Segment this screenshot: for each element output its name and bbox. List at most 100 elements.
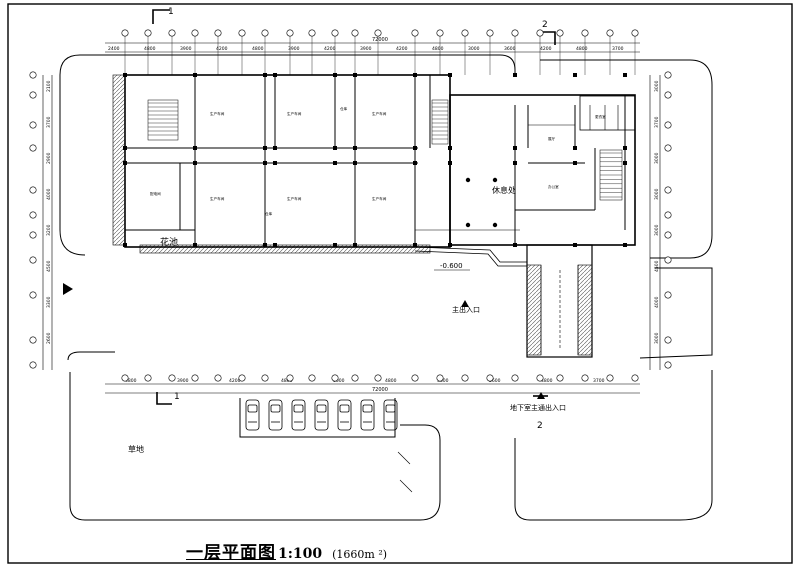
axis-bubble-left-1 xyxy=(29,91,37,99)
round-column-2 xyxy=(465,222,471,228)
column-7-3 xyxy=(448,243,452,247)
dim-top-9: 4800 xyxy=(432,46,444,52)
section-2-top-label: 2 xyxy=(542,20,548,30)
dim-bottom-8: 4800 xyxy=(541,378,553,384)
car-6 xyxy=(383,399,398,431)
axis-bubble-top-4 xyxy=(214,29,222,37)
axis-bubble-bottom-14 xyxy=(461,374,469,382)
room-label-6: 仓库 xyxy=(340,106,348,111)
column-9-0 xyxy=(573,73,577,77)
column-5-3 xyxy=(353,243,357,247)
column-5-1 xyxy=(353,146,357,150)
axis-bubble-left-4 xyxy=(29,186,37,194)
column-2-3 xyxy=(263,243,267,247)
room-label-3: 生产车间 xyxy=(210,196,225,201)
column-9-2 xyxy=(573,161,577,165)
room-label-2: 生产车间 xyxy=(372,111,387,116)
car-windshield-6 xyxy=(385,404,396,413)
lawn-hatch-1 xyxy=(399,479,413,493)
section-2-bottom-label: 2 xyxy=(537,421,543,431)
dim-top-6: 4200 xyxy=(324,46,336,52)
axis-bubble-bottom-0 xyxy=(121,374,129,382)
car-3 xyxy=(314,399,329,431)
axis-bubble-right-2 xyxy=(664,121,672,129)
axis-bubble-right-3 xyxy=(664,144,672,152)
lounge-label: 休息处 xyxy=(492,185,516,195)
axis-bubble-top-16 xyxy=(511,29,519,37)
south-planter-hatched xyxy=(139,244,431,254)
axis-bubble-bottom-5 xyxy=(238,374,246,382)
plan-area: (1660m ²) xyxy=(332,548,388,561)
column-10-0 xyxy=(623,73,627,77)
round-column-3 xyxy=(492,222,498,228)
room-label-9: 展厅 xyxy=(548,136,556,141)
column-3-2 xyxy=(273,161,277,165)
dim-left-4: 3200 xyxy=(46,224,52,236)
dim-top-5: 3900 xyxy=(288,46,300,52)
structural-columns xyxy=(123,73,627,247)
axis-bubble-top-8 xyxy=(308,29,316,37)
column-8-1 xyxy=(513,146,517,150)
axis-bubble-top-14 xyxy=(461,29,469,37)
room-label-11: 办公室 xyxy=(548,184,559,189)
axis-bubble-left-6 xyxy=(29,231,37,239)
axis-bubble-bottom-7 xyxy=(286,374,294,382)
car-windshield-2 xyxy=(293,404,304,413)
dim-top-8: 4200 xyxy=(396,46,408,52)
axis-bubble-right-4 xyxy=(664,186,672,194)
column-10-2 xyxy=(623,161,627,165)
main-entrance-arrow xyxy=(461,300,469,307)
axis-bubble-bottom-18 xyxy=(556,374,564,382)
axis-bubble-right-8 xyxy=(664,291,672,299)
axis-bubble-top-11 xyxy=(374,29,382,37)
column-8-3 xyxy=(513,243,517,247)
ramp-hatched-right xyxy=(577,264,593,356)
entrance-ramp xyxy=(414,229,593,358)
axis-bubble-bottom-8 xyxy=(308,374,316,382)
axis-bubble-bottom-3 xyxy=(191,374,199,382)
building-walls xyxy=(124,74,636,248)
axis-bubble-left-0 xyxy=(29,71,37,79)
column-0-0 xyxy=(123,73,127,77)
dim-right-0: 3000 xyxy=(654,80,660,92)
column-1-1 xyxy=(193,146,197,150)
dim-bottom-7: 3600 xyxy=(489,378,501,384)
room-label-0: 生产车间 xyxy=(210,111,225,116)
axis-bubble-top-9 xyxy=(331,29,339,37)
axis-bubble-top-0 xyxy=(121,29,129,37)
column-4-1 xyxy=(333,146,337,150)
parking-cars xyxy=(245,399,398,431)
dim-right-3: 3000 xyxy=(654,188,660,200)
axis-bubble-right-10 xyxy=(664,361,672,369)
axis-bubble-top-5 xyxy=(238,29,246,37)
basement-entrance-arrow xyxy=(537,392,545,399)
dim-left-6: 3300 xyxy=(46,296,52,308)
axis-bubble-left-8 xyxy=(29,291,37,299)
car-windshield-0 xyxy=(247,404,258,413)
dim-left-5: 4500 xyxy=(46,260,52,272)
dim-bottom-3: 4800 xyxy=(281,378,293,384)
axis-bubble-bottom-16 xyxy=(511,374,519,382)
car-2 xyxy=(291,399,306,431)
car-windshield-3 xyxy=(316,404,327,413)
column-2-0 xyxy=(263,73,267,77)
axis-bubble-left-3 xyxy=(29,144,37,152)
dim-right-2: 3000 xyxy=(654,152,660,164)
column-1-3 xyxy=(193,243,197,247)
dim-left-7: 2600 xyxy=(46,332,52,344)
dim-left-1: 3700 xyxy=(46,116,52,128)
axis-bubble-top-21 xyxy=(631,29,639,37)
column-1-0 xyxy=(193,73,197,77)
axis-bubble-top-17 xyxy=(536,29,544,37)
column-6-2 xyxy=(413,161,417,165)
dim-top-2: 3900 xyxy=(180,46,192,52)
overall-dimension-bottom: 72000 xyxy=(372,387,388,393)
car-1 xyxy=(268,399,283,431)
axis-bubble-top-1 xyxy=(144,29,152,37)
column-8-2 xyxy=(513,161,517,165)
dim-top-3: 4200 xyxy=(216,46,228,52)
axis-bubble-left-7 xyxy=(29,256,37,264)
